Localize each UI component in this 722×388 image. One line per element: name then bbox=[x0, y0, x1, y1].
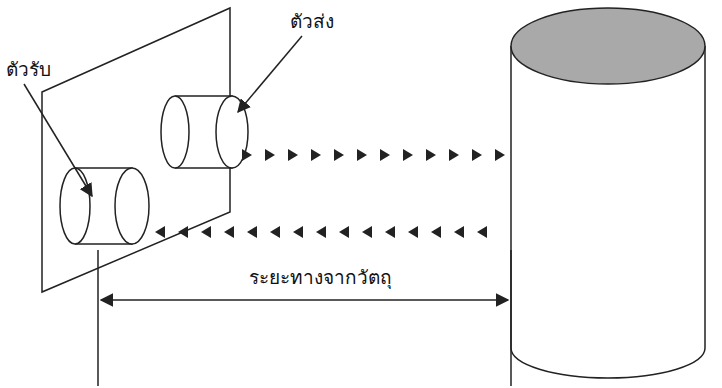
wave-pulse bbox=[311, 149, 321, 161]
wave-pulse bbox=[449, 149, 459, 161]
wave-pulse bbox=[431, 226, 441, 238]
wave-pulse bbox=[293, 226, 303, 238]
wave-pulse bbox=[224, 226, 234, 238]
wave-pulse bbox=[472, 149, 482, 161]
wave-pulse bbox=[362, 226, 372, 238]
returning-wave bbox=[155, 226, 487, 238]
wave-pulse bbox=[357, 149, 367, 161]
receiver-cylinder bbox=[60, 168, 149, 244]
wave-pulse bbox=[403, 149, 413, 161]
wave-pulse bbox=[385, 226, 395, 238]
distance-label: ระยะทางจากวัตถุ bbox=[245, 266, 396, 289]
wave-pulse bbox=[270, 226, 280, 238]
wave-pulse bbox=[288, 149, 298, 161]
wave-pulse bbox=[155, 226, 165, 238]
wave-pulse bbox=[380, 149, 390, 161]
distance-dimension bbox=[98, 250, 511, 386]
wave-pulse bbox=[316, 226, 326, 238]
outgoing-wave bbox=[242, 149, 505, 161]
wave-pulse bbox=[339, 226, 349, 238]
wave-pulse bbox=[242, 149, 252, 161]
transmitter-cylinder bbox=[161, 96, 248, 168]
wave-pulse bbox=[247, 226, 257, 238]
receiver-label: ตัวรับ bbox=[6, 58, 51, 81]
wave-pulse bbox=[178, 226, 188, 238]
wave-pulse bbox=[495, 149, 505, 161]
wave-pulse bbox=[334, 149, 344, 161]
wave-pulse bbox=[265, 149, 275, 161]
wave-pulse bbox=[454, 226, 464, 238]
wave-pulse bbox=[426, 149, 436, 161]
wave-pulse bbox=[408, 226, 418, 238]
leader-line bbox=[238, 36, 302, 112]
transmitter-label: ตัวส่ง bbox=[290, 10, 334, 33]
leader-line bbox=[24, 84, 92, 196]
object-cylinder bbox=[511, 8, 705, 378]
wave-pulse bbox=[201, 226, 211, 238]
wave-pulse bbox=[477, 226, 487, 238]
